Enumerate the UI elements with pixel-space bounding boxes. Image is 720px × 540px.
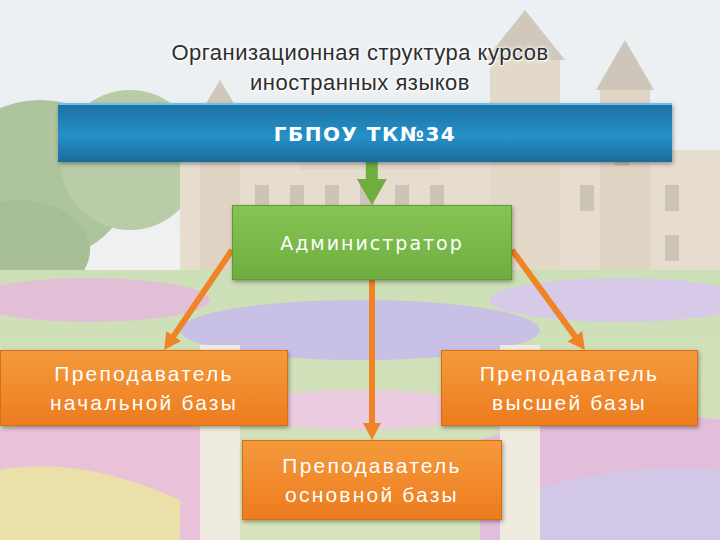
node-label: Преподаватель высшей базы	[450, 359, 689, 417]
organization-banner: ГБПОУ ТК№34	[58, 103, 672, 162]
node-label: Администратор	[280, 232, 464, 254]
connector-arrow	[369, 280, 375, 425]
teacher-box: Преподаватель основной базы	[242, 440, 502, 520]
connector-arrow	[173, 250, 232, 338]
teacher-box: Преподаватель высшей базы	[441, 350, 698, 426]
connector-arrow	[366, 162, 378, 181]
node-label: ГБПОУ ТК№34	[274, 122, 457, 146]
diagram-title: Организационная структура курсов иностра…	[140, 38, 580, 98]
node-label: Преподаватель основной базы	[251, 451, 493, 509]
node-label: Преподаватель начальной базы	[9, 359, 279, 417]
teacher-box: Преподаватель начальной базы	[0, 350, 288, 426]
connector-arrow	[512, 250, 576, 338]
admin-box: Администратор	[232, 205, 512, 280]
